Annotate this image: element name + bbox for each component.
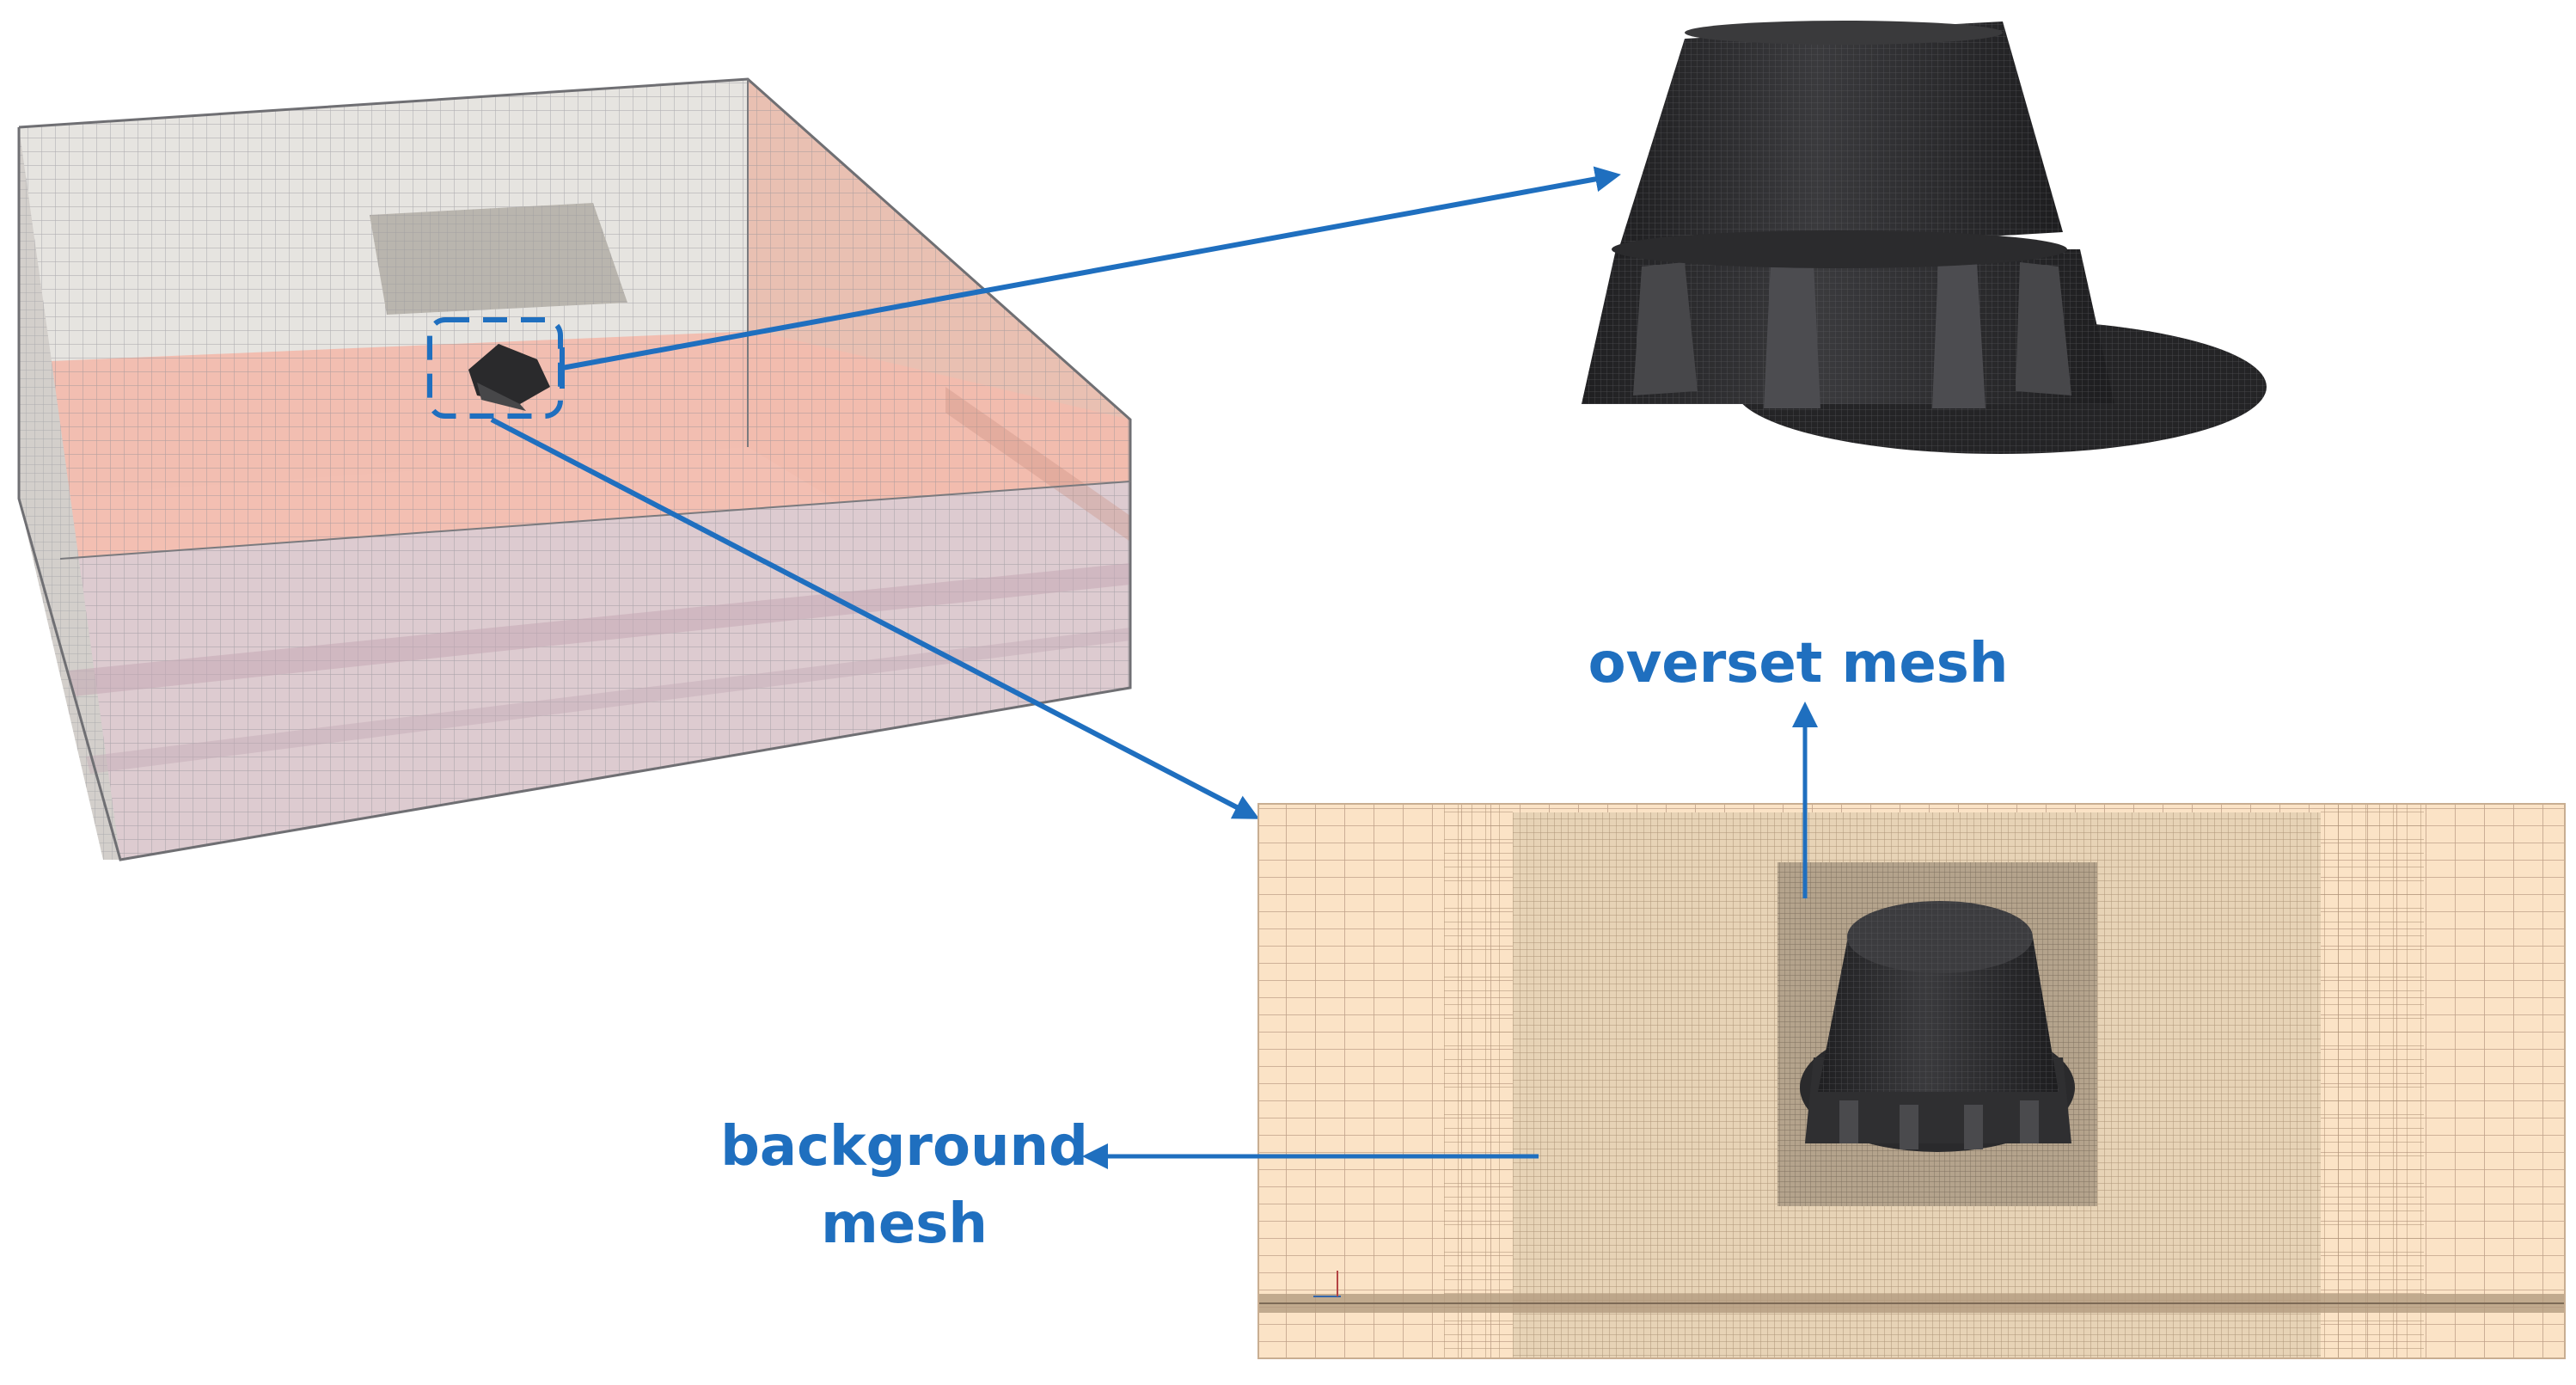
section-view [1257,803,2566,1359]
hull-model-small [468,344,550,411]
overset-mesh-label: overset mesh [1588,632,2009,696]
axis-triad-icon [1313,1271,1341,1297]
arrow-to-closeup [560,166,1621,389]
background-mesh-label-line2: mesh [821,1192,988,1256]
computational-domain [17,77,1132,861]
background-mesh-label-line1: background [720,1115,1088,1179]
hull-closeup [1582,21,2267,454]
arrow-to-section [490,417,1260,819]
hull-section-view [1800,901,2075,1152]
